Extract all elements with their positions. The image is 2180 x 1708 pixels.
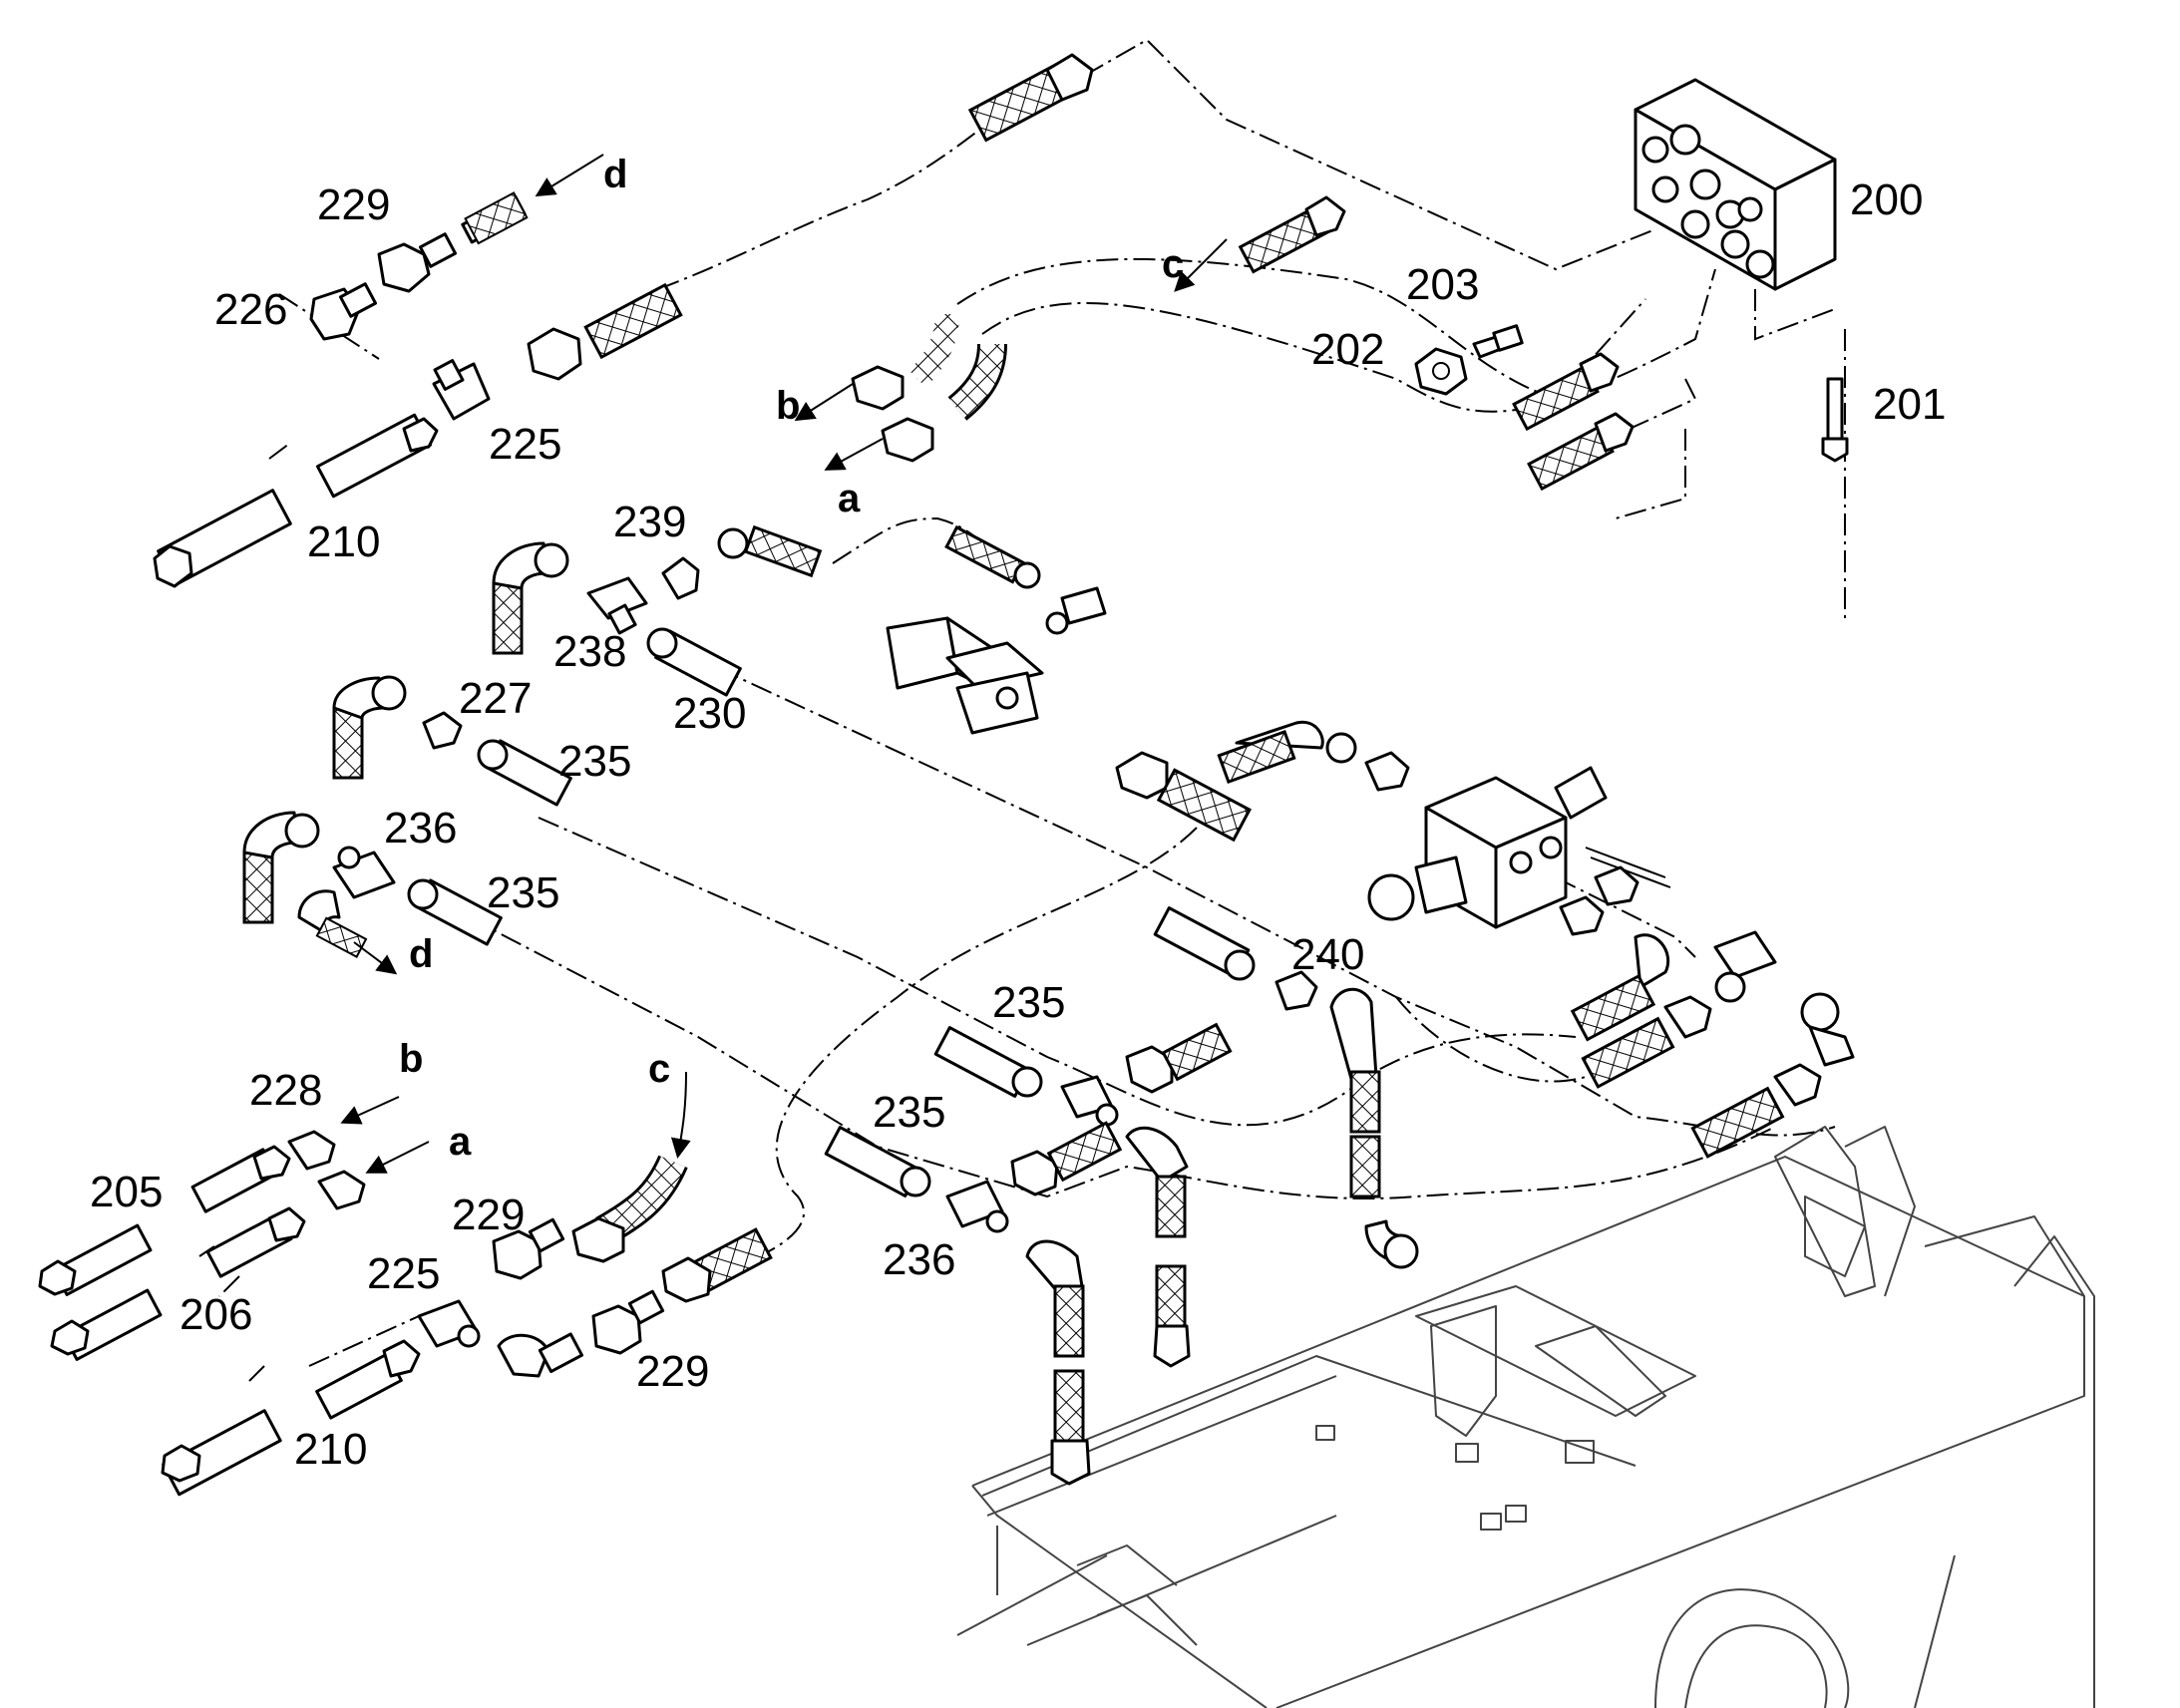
label-229-lower: 229 — [636, 1347, 709, 1396]
tube-205 — [38, 1145, 291, 1296]
solenoid-coil — [886, 616, 1044, 735]
hose-mid-small — [944, 524, 1041, 589]
letter-b-lower: b — [399, 1037, 423, 1081]
label-229-mid: 229 — [452, 1191, 525, 1239]
letter-c-lower: c — [648, 1047, 670, 1091]
nut-202 — [1414, 347, 1468, 396]
fitting-229-lower-a — [492, 1217, 565, 1280]
hose-c-upper — [1238, 195, 1346, 274]
bolt-201 — [1821, 377, 1849, 463]
letter-d-mid: d — [409, 932, 433, 976]
letter-c-top: c — [1162, 242, 1184, 286]
tube-235-c — [933, 1026, 1043, 1098]
label-226: 226 — [214, 285, 287, 334]
label-201: 201 — [1873, 380, 1946, 429]
tube-210-lower — [161, 1339, 421, 1497]
hose-c-lower — [571, 1155, 688, 1263]
fitting-229-top — [377, 191, 529, 293]
label-236-lower: 236 — [883, 1235, 955, 1284]
tube-206 — [50, 1206, 306, 1361]
letter-b-top: b — [776, 384, 800, 428]
label-235-b: 235 — [487, 868, 559, 917]
elbow-226 — [309, 282, 378, 341]
hose-top-long — [967, 53, 1094, 143]
fitting-240 — [1274, 970, 1318, 1011]
directional-valve — [1367, 766, 1671, 929]
hose-right-lower-b — [1581, 995, 1712, 1089]
fitting-239 — [661, 556, 700, 600]
elbow-hose-upper — [492, 541, 569, 655]
label-225-top: 225 — [489, 420, 561, 469]
part-labels: 200 201 203 202 229 226 225 210 239 238 … — [90, 175, 1946, 1474]
arrows — [340, 154, 1228, 1174]
label-238: 238 — [553, 627, 626, 676]
tube-235-a — [477, 739, 572, 807]
label-202: 202 — [1311, 325, 1384, 374]
tee-225-top — [432, 359, 491, 421]
label-227: 227 — [459, 674, 532, 723]
tube-210-top — [153, 413, 439, 588]
label-210-top: 210 — [307, 517, 380, 566]
fittings-right-cluster — [1364, 751, 1855, 1067]
elbow-hose-right-a — [1329, 987, 1419, 1269]
letter-a-lower: a — [449, 1120, 472, 1164]
tube-235-d — [824, 1126, 931, 1197]
label-235-c: 235 — [992, 978, 1065, 1027]
fitting-229-lower-b — [591, 1289, 665, 1355]
hose-right-1 — [1512, 352, 1620, 432]
elbow-229-lower — [497, 1332, 584, 1378]
hose-left-top — [527, 282, 683, 381]
hose-a — [881, 343, 1007, 463]
elbow-hose-mid — [332, 675, 407, 780]
letter-d-top: d — [603, 153, 627, 196]
label-200: 200 — [1850, 175, 1923, 224]
tube-235-b — [407, 878, 503, 946]
label-229-top: 229 — [317, 180, 390, 229]
hose-b — [851, 313, 959, 411]
label-240: 240 — [1291, 930, 1364, 979]
label-235-a: 235 — [558, 737, 631, 786]
elbow-small-d — [297, 889, 368, 958]
tee-238 — [586, 576, 648, 635]
hose-240-upper — [1115, 751, 1252, 843]
elbow-hose-lower-left — [1025, 1239, 1091, 1486]
tee-236-lower — [945, 1180, 1009, 1233]
elbow-hose-lower — [242, 811, 320, 924]
tee-236-mid — [1060, 1075, 1119, 1127]
machine-frame — [956, 1126, 2095, 1708]
label-239: 239 — [613, 498, 686, 546]
hose-mid-lower — [1125, 1022, 1233, 1094]
tee-small-right — [1045, 586, 1107, 635]
label-225-lower: 225 — [367, 1249, 440, 1298]
tube-240 — [1153, 906, 1256, 981]
valve-block-200 — [1634, 78, 1837, 291]
label-203: 203 — [1406, 260, 1479, 309]
hose-right-lower-a — [1570, 933, 1670, 1042]
label-205: 205 — [90, 1168, 163, 1216]
hose-lower-mid — [1010, 1121, 1123, 1196]
tube-230 — [646, 627, 742, 697]
label-206: 206 — [180, 1290, 252, 1339]
adapter-203 — [1472, 324, 1524, 359]
fitting-228-b — [317, 1170, 366, 1210]
fitting-228-a — [287, 1130, 336, 1171]
connection-letter-labels: d c b a d b c a — [399, 153, 1184, 1164]
letter-a-top: a — [838, 477, 861, 520]
hose-right-lower-c — [1690, 1063, 1822, 1159]
hose-right-upper-mid — [1217, 720, 1357, 785]
label-230: 230 — [673, 689, 746, 738]
label-210-lower: 210 — [294, 1425, 367, 1474]
elbow-hose-mid-lower — [1125, 1126, 1191, 1368]
hose-lower-229 — [661, 1227, 773, 1303]
label-236-upper: 236 — [384, 804, 457, 853]
label-235-d: 235 — [873, 1088, 945, 1137]
label-228: 228 — [249, 1066, 322, 1115]
hose-right-2 — [1527, 412, 1635, 492]
tee-236-left — [332, 846, 396, 899]
tee-225-lower — [417, 1299, 481, 1348]
elbow-hose-239 — [717, 524, 823, 578]
fitting-227 — [422, 711, 463, 750]
